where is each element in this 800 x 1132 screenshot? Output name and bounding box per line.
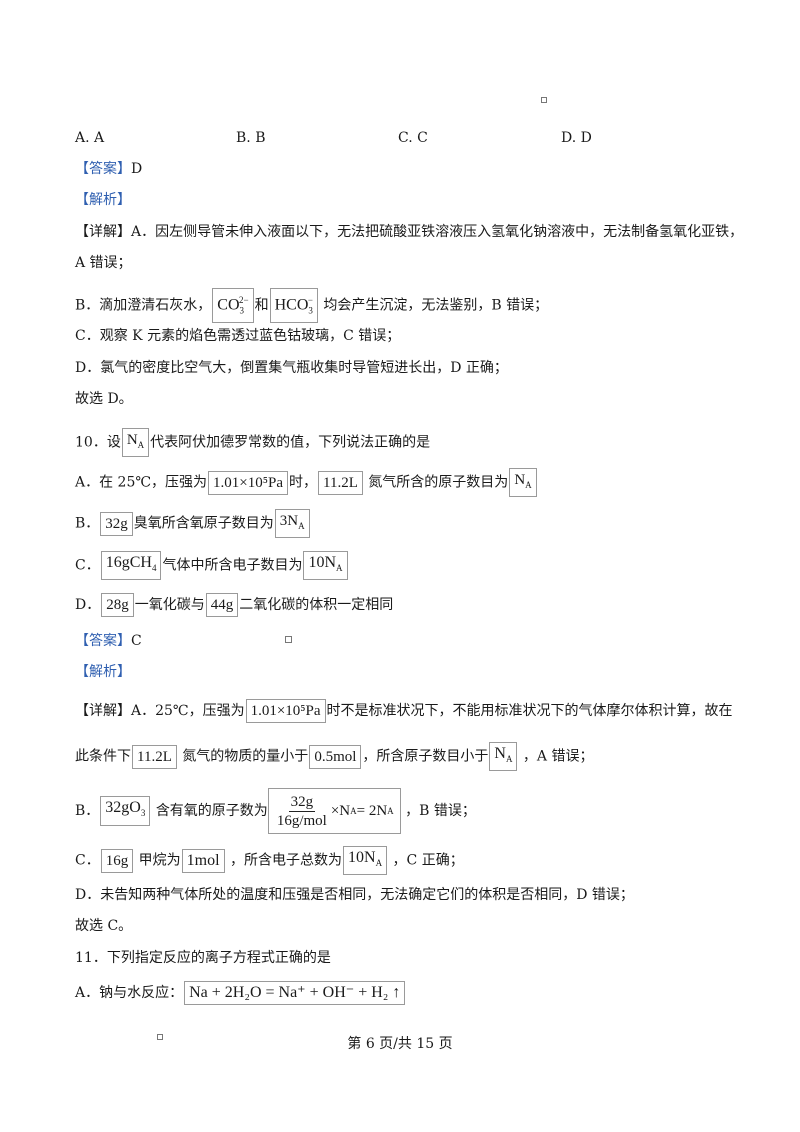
q10-answer-line: 【答案】C: [75, 633, 142, 649]
formula-28g: 28g: [101, 593, 134, 617]
option-d: D. D: [561, 130, 592, 146]
formula-1mol: 1mol: [181, 848, 225, 873]
artifact-mark: [157, 1034, 163, 1040]
detail-a-line1: 【详解】A．因左侧导管未伸入液面以下，无法把硫酸亚铁溶液压入氢氧化钠溶液中，无法…: [75, 222, 743, 242]
answer-tag: 【答案】: [75, 161, 131, 177]
detail-b-post: 均会产生沉淀，无法鉴别，B 错误；: [323, 297, 549, 314]
formula-ozone: 32gO3: [100, 796, 151, 826]
detail-c-line: C．观察 K 元素的焰色需透过蓝色钴玻璃，C 错误；: [75, 328, 401, 344]
formula-16g: 16g: [100, 848, 134, 873]
q11-option-a: A．钠与水反应：Na + 2H₂O = Na⁺ + OH⁻ + H₂ ↑: [75, 981, 406, 1005]
formula-carbonate: CO32−: [212, 288, 254, 323]
answer-value: D: [131, 161, 143, 177]
detail-b-mid: 和: [254, 297, 269, 314]
option-c: C. C: [398, 130, 428, 146]
detail-tag: 【详解】: [75, 224, 131, 240]
answer-line: 【答案】D: [75, 159, 142, 179]
artifact-mark: [541, 97, 547, 103]
q10-analysis-tag: 【解析】: [75, 664, 131, 680]
formula-na: NA: [509, 468, 537, 497]
detail-b-pre: B．滴加澄清石灰水，: [75, 297, 212, 314]
formula-44g: 44g: [205, 593, 239, 617]
formula-na: NA: [121, 428, 150, 457]
analysis-tag: 【解析】: [75, 192, 131, 208]
formula-3na: 3NA: [274, 509, 310, 538]
page-footer: 第 6 页/共 15 页: [347, 1036, 453, 1052]
artifact-mark: [285, 636, 292, 643]
formula-10na: 10NA: [303, 551, 348, 581]
option-b: B. B: [236, 130, 266, 146]
formula-pressure: 1.01×10⁵Pa: [245, 699, 326, 723]
formula-pressure: 1.01×10⁵Pa: [208, 470, 288, 495]
q10-detail-d-line: D．未告知两种气体所处的温度和压强是否相同，无法确定它们的体积是否相同，D 错误…: [75, 887, 634, 903]
formula-mass: 32g: [100, 511, 133, 536]
formula-reaction: Na + 2H₂O = Na⁺ + OH⁻ + H₂ ↑: [184, 981, 406, 1005]
question-11-stem: 11．下列指定反应的离子方程式正确的是: [75, 950, 331, 966]
option-a: A. A: [75, 130, 105, 146]
formula-volume: 11.2L: [318, 470, 363, 495]
detail-d-line: D．氯气的密度比空气大，倒置集气瓶收集时导管短进长出，D 正确；: [75, 360, 508, 376]
formula-10na: 10NA: [343, 846, 388, 876]
conclusion: 故选 D。: [75, 391, 133, 407]
formula-na: NA: [489, 742, 518, 772]
q10-conclusion: 故选 C。: [75, 918, 133, 934]
formula-bicarbonate: HCO3−: [269, 288, 318, 323]
detail-a-line2: A 错误；: [75, 255, 132, 271]
formula-methane: 16gCH4: [100, 551, 162, 581]
detail-a-text: A．因左侧导管未伸入液面以下，无法把硫酸亚铁溶液压入氢氧化钠溶液中，无法制备氢氧…: [131, 224, 744, 240]
formula-volume: 11.2L: [132, 744, 177, 769]
formula-moles: 0.5mol: [309, 744, 362, 769]
